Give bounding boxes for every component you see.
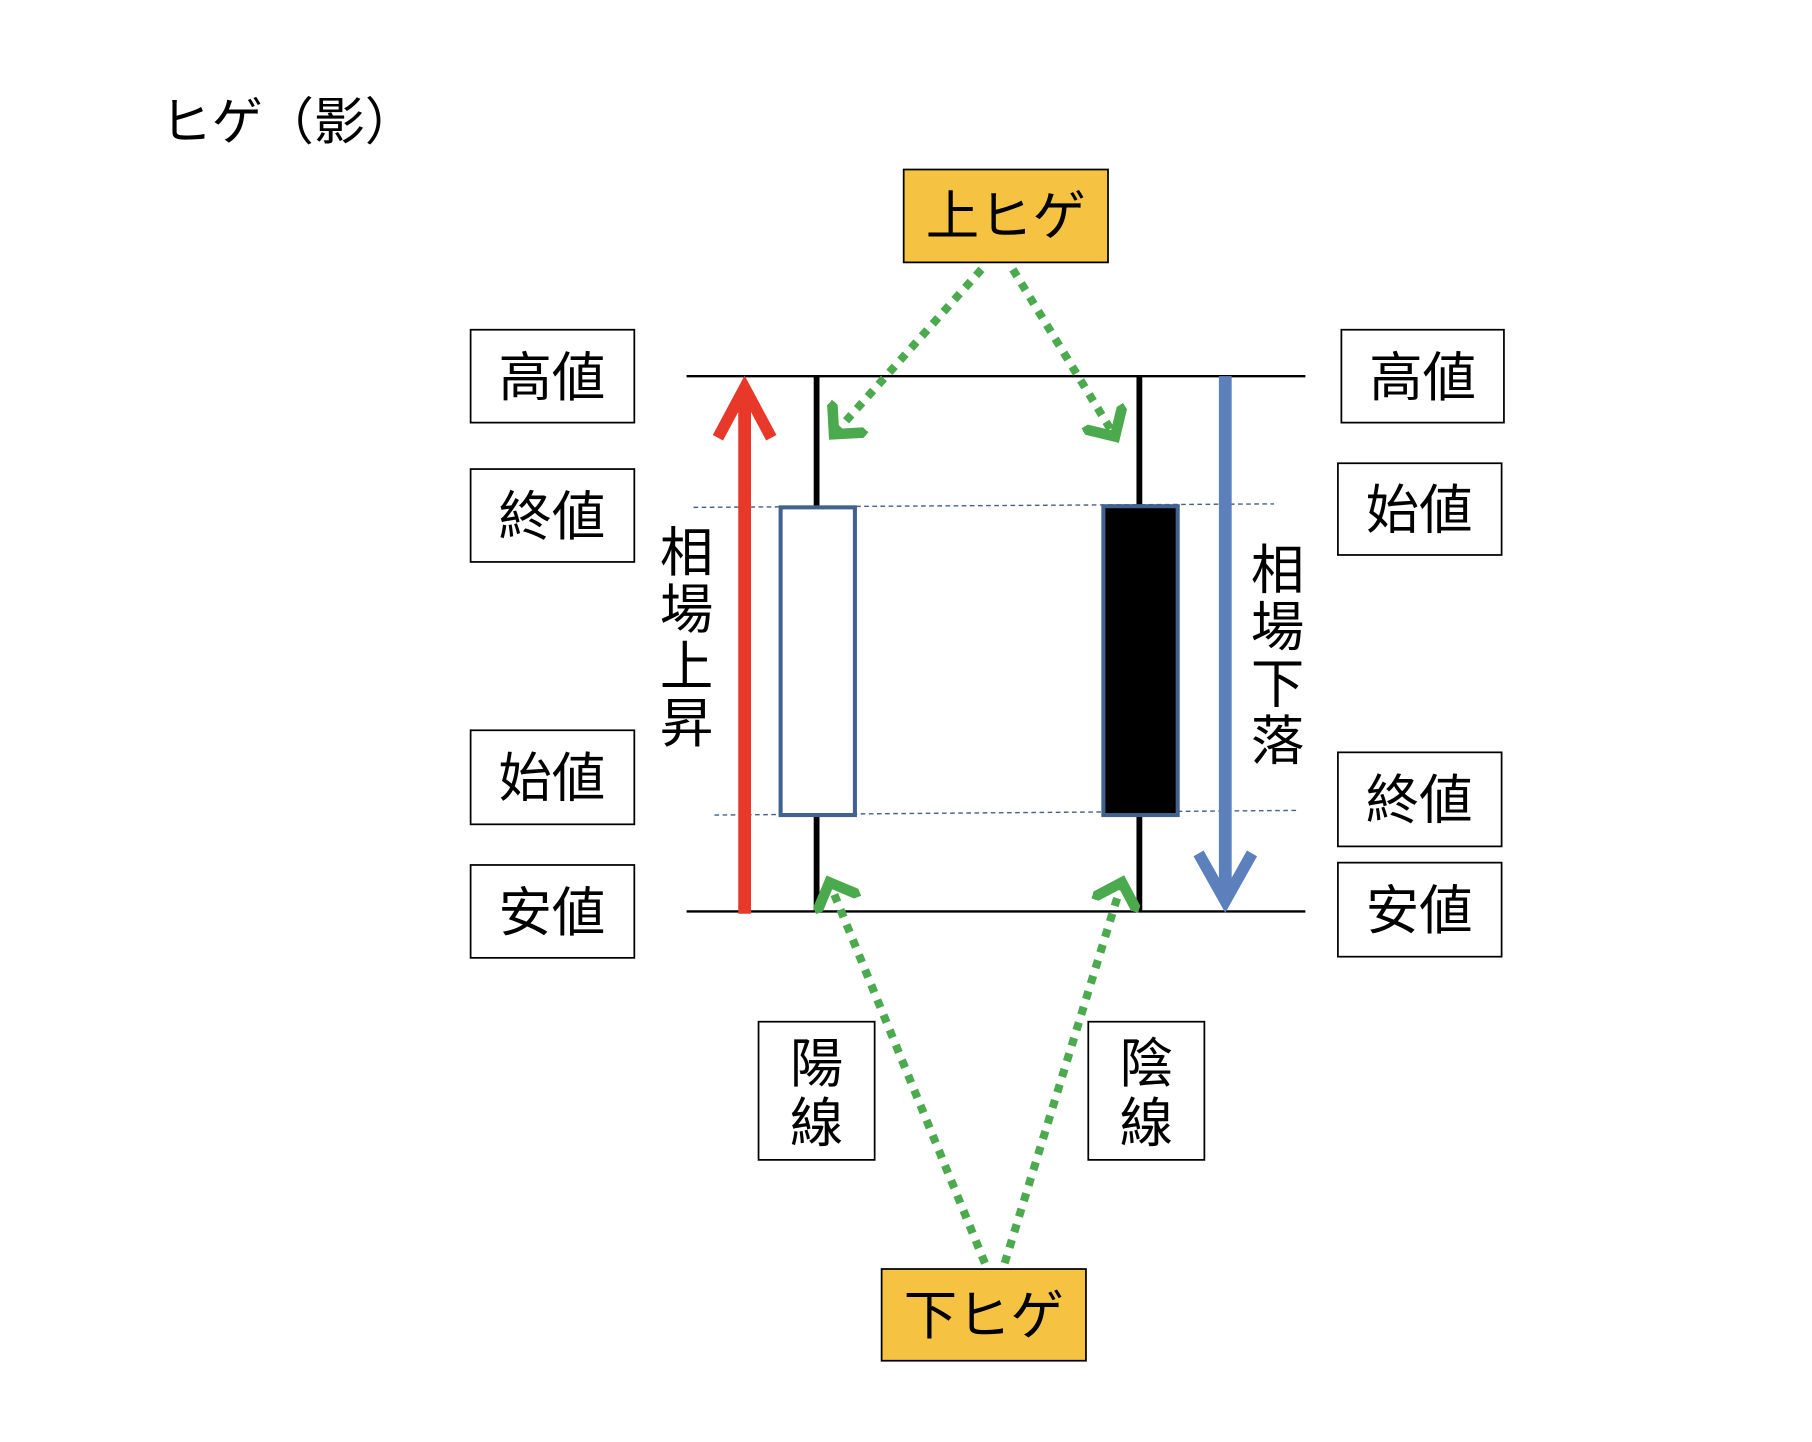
svg-text:高値: 高値 bbox=[1369, 346, 1476, 409]
svg-text:安値: 安値 bbox=[498, 881, 605, 944]
svg-text:下: 下 bbox=[1251, 652, 1304, 715]
svg-text:落: 落 bbox=[1251, 709, 1304, 772]
market-rise-label: 相 場 上 昇 bbox=[660, 521, 713, 755]
svg-text:線: 線 bbox=[790, 1091, 843, 1154]
rise-arrow bbox=[712, 375, 777, 914]
svg-text:上: 上 bbox=[660, 635, 713, 698]
svg-text:相: 相 bbox=[1251, 539, 1304, 602]
left-label-close: 終値 bbox=[469, 468, 636, 563]
svg-text:陰: 陰 bbox=[1120, 1032, 1173, 1095]
svg-text:上ヒゲ: 上ヒゲ bbox=[926, 185, 1086, 248]
bearish-candle-body bbox=[1101, 504, 1180, 818]
left-label-high: 高値 bbox=[469, 328, 636, 424]
market-fall-label: 相 場 下 落 bbox=[1251, 539, 1304, 773]
left-label-open: 始値 bbox=[469, 729, 636, 826]
right-label-close: 終値 bbox=[1337, 751, 1503, 848]
svg-text:相: 相 bbox=[660, 521, 713, 584]
svg-text:終値: 終値 bbox=[1366, 769, 1473, 832]
right-label-high: 高値 bbox=[1340, 328, 1505, 424]
svg-text:場: 場 bbox=[660, 578, 713, 641]
svg-text:場: 場 bbox=[1251, 596, 1304, 659]
svg-text:始値: 始値 bbox=[1366, 478, 1473, 541]
bullish-candle-body bbox=[778, 505, 857, 818]
pointer-arrows bbox=[829, 266, 1122, 1265]
svg-text:安値: 安値 bbox=[1366, 879, 1473, 942]
svg-text:昇: 昇 bbox=[660, 692, 713, 755]
left-label-low: 安値 bbox=[469, 864, 636, 959]
fall-arrow bbox=[1193, 376, 1258, 913]
diagram-title: ヒゲ（影） bbox=[161, 93, 416, 152]
lower-shadow-callout: 下ヒゲ bbox=[880, 1268, 1087, 1362]
bullish-candle-label: 陽 線 bbox=[757, 1020, 876, 1161]
upper-shadow-callout: 上ヒゲ bbox=[902, 168, 1109, 264]
bearish-candle-label: 陰 線 bbox=[1087, 1020, 1206, 1161]
right-label-open: 始値 bbox=[1337, 462, 1503, 556]
svg-text:始値: 始値 bbox=[498, 746, 605, 809]
svg-text:陽: 陽 bbox=[790, 1032, 843, 1095]
right-label-low: 安値 bbox=[1337, 861, 1503, 958]
svg-text:線: 線 bbox=[1120, 1091, 1173, 1154]
svg-text:高値: 高値 bbox=[498, 346, 605, 409]
svg-text:下ヒゲ: 下ヒゲ bbox=[904, 1284, 1064, 1347]
svg-text:終値: 終値 bbox=[498, 485, 605, 548]
